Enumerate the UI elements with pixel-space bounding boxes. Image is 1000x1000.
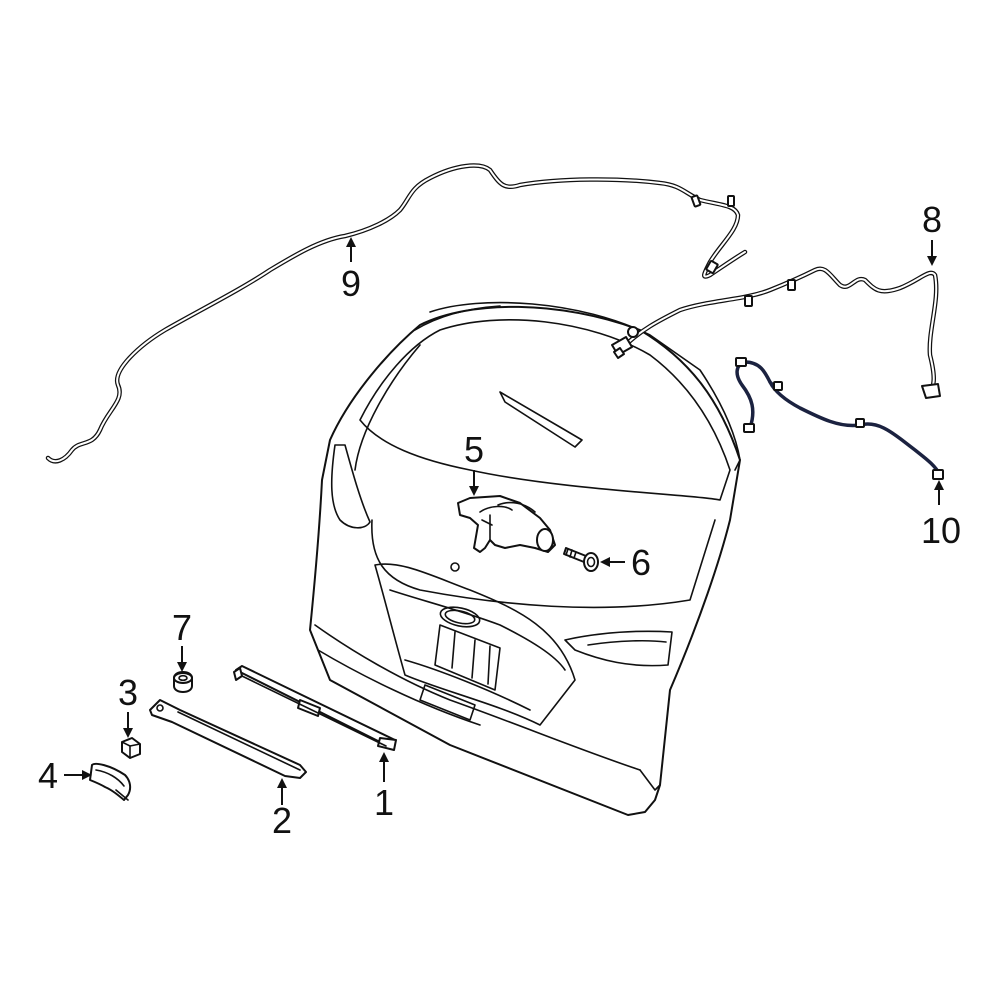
callout-label-4: 4 xyxy=(38,755,58,796)
callout-2: 2 xyxy=(272,778,292,841)
callout-4: 4 xyxy=(38,755,92,796)
callout-label-10: 10 xyxy=(921,510,961,551)
callout-label-6: 6 xyxy=(631,542,651,583)
callout-7: 7 xyxy=(172,607,192,672)
callout-label-8: 8 xyxy=(922,199,942,240)
wiper-blade xyxy=(233,665,397,751)
wiring-harness xyxy=(735,357,944,480)
wiper-arm xyxy=(149,699,307,779)
nut xyxy=(121,737,141,759)
clip-cover xyxy=(89,762,132,801)
callout-label-1: 1 xyxy=(374,782,394,823)
callout-label-3: 3 xyxy=(118,672,138,713)
callout-label-2: 2 xyxy=(272,800,292,841)
wiper-motor xyxy=(457,495,556,553)
callout-10: 10 xyxy=(921,480,961,551)
callout-label-9: 9 xyxy=(341,263,361,304)
callout-label-5: 5 xyxy=(464,429,484,470)
callout-9: 9 xyxy=(341,237,361,304)
washer-hose-right xyxy=(611,266,941,399)
callout-5: 5 xyxy=(464,429,484,496)
cap xyxy=(173,671,193,693)
callout-label-7: 7 xyxy=(172,607,192,648)
washer-hose-long xyxy=(45,163,748,464)
callout-8: 8 xyxy=(922,199,942,266)
callout-3: 3 xyxy=(118,672,138,738)
callout-1: 1 xyxy=(374,752,394,823)
callout-6: 6 xyxy=(600,542,651,583)
bolt xyxy=(563,547,599,572)
liftgate-panel xyxy=(309,301,741,816)
